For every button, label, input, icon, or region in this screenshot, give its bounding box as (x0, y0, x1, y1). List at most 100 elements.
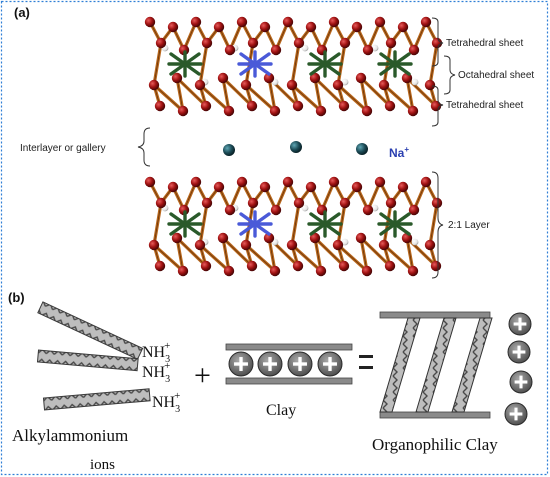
oxygen-atom (384, 100, 396, 112)
si-o-bond-edge (383, 244, 414, 272)
organophilic-clay-label: Organophilic Clay (372, 435, 498, 454)
oxygen-atom (217, 232, 229, 244)
oxygen-atom (384, 260, 396, 272)
oxygen-atom (194, 79, 206, 91)
oxygen-atom (154, 100, 166, 112)
oxygen-atom (144, 176, 156, 188)
layer-21-brace (431, 171, 444, 279)
plus-bar-v (298, 357, 302, 371)
oxygen-atom (332, 79, 344, 91)
oxygen-atom (263, 72, 275, 84)
oxygen-atom (328, 16, 340, 28)
oxygen-atom (223, 105, 235, 117)
sodium-label: Na+ (389, 145, 409, 160)
oxygen-atom (269, 105, 281, 117)
oxygen-atom (148, 239, 160, 251)
si-o-bond-edge (176, 237, 184, 272)
si-o-bond-edge (153, 244, 184, 272)
oxygen-atom (430, 260, 442, 272)
hydrogen-atom (301, 204, 309, 212)
plus-bar-v (517, 345, 521, 359)
hydrogen-atom (371, 44, 379, 52)
oxygen-atom (362, 204, 374, 216)
si-o-bond-edge (153, 42, 162, 86)
oxygen-atom (431, 37, 443, 49)
sodium-ion-3 (356, 143, 368, 155)
clay-label: Clay (266, 402, 296, 419)
oxygen-atom (293, 37, 305, 49)
oxygen-atom (240, 79, 252, 91)
oxygen-atom (263, 232, 275, 244)
si-o-bond-edge (360, 237, 391, 267)
si-o-bond-edge (291, 202, 300, 246)
intercalated-chain-3 (451, 317, 493, 413)
si-o-bond-edge (153, 202, 162, 246)
oxygen-atom (200, 100, 212, 112)
oxygen-atom (338, 100, 350, 112)
oxygen-atom (378, 79, 390, 91)
oxygen-atom (270, 44, 282, 56)
alkylammonium-chain-3 (42, 388, 151, 411)
plus-bar-v (268, 357, 272, 371)
oxygen-atom (305, 181, 317, 193)
atom-set (144, 176, 443, 277)
si-o-bond-edge (199, 202, 208, 246)
si-o-bond-edge (406, 237, 414, 272)
oxygen-atom (420, 176, 432, 188)
tetrahedral-sheet-top-label: Tetrahedral sheet (446, 38, 523, 49)
oxygen-atom (259, 181, 271, 193)
si-o-bond-edge (337, 244, 368, 272)
layer-21-label: 2:1 Layer (448, 220, 490, 231)
nh3-label-2: NH3+ (142, 360, 170, 385)
oxygen-atom (286, 79, 298, 91)
oxygen-atom (397, 21, 409, 33)
oxygen-atom (328, 176, 340, 188)
oxygen-atom (247, 37, 259, 49)
si-o-bond-edge (153, 84, 184, 112)
clay-cations (228, 351, 343, 377)
si-o-bond-edge (360, 77, 368, 112)
oxygen-atom (223, 265, 235, 277)
plus-bar-v (514, 407, 518, 421)
octahedral-site (377, 50, 413, 78)
si-o-bond-edge (314, 77, 322, 112)
si-o-bond-edge (360, 77, 391, 107)
cation-plus-icon (508, 312, 532, 336)
interlayer-label: Interlayer or gallery (20, 143, 106, 154)
cation-plus-icon (504, 402, 528, 426)
oxygen-atom (148, 79, 160, 91)
oxygen-atom (224, 204, 236, 216)
equals-operator (359, 355, 373, 369)
oxygen-atom (338, 260, 350, 272)
hydrogen-atom (341, 238, 349, 246)
si-o-bond-edge (383, 84, 414, 112)
oxygen-atom (190, 16, 202, 28)
si-o-bond-edge (429, 202, 438, 246)
octahedral-brace (443, 55, 456, 95)
oxygen-atom (424, 239, 436, 251)
ions-label: ions (90, 457, 115, 473)
oxygen-atom (167, 181, 179, 193)
organoclay-bottom-sheet (379, 411, 491, 419)
oxygen-atom (224, 44, 236, 56)
clay-bottom-sheet (225, 377, 353, 385)
oxygen-atom (155, 37, 167, 49)
plus-operator: + (194, 359, 211, 392)
tetrahedral-sheet-bottom-label: Tetrahedral sheet (446, 100, 523, 111)
si-o-bond-edge (199, 84, 230, 112)
oxygen-atom (305, 21, 317, 33)
si-o-bond-edge (337, 84, 368, 112)
panel-a-label: (a) (14, 5, 30, 20)
hydrogen-atom (411, 78, 419, 86)
plus-bar-v (239, 357, 243, 371)
octahedral-site (307, 50, 343, 78)
oxygen-atom (282, 176, 294, 188)
oxygen-atom (293, 197, 305, 209)
tetrahedral-bottom-brace (431, 85, 444, 127)
oxygen-atom (155, 197, 167, 209)
intercalated-chain-2 (415, 317, 457, 413)
si-o-bond-edge (406, 77, 414, 112)
si-o-bond-edge (222, 237, 230, 272)
